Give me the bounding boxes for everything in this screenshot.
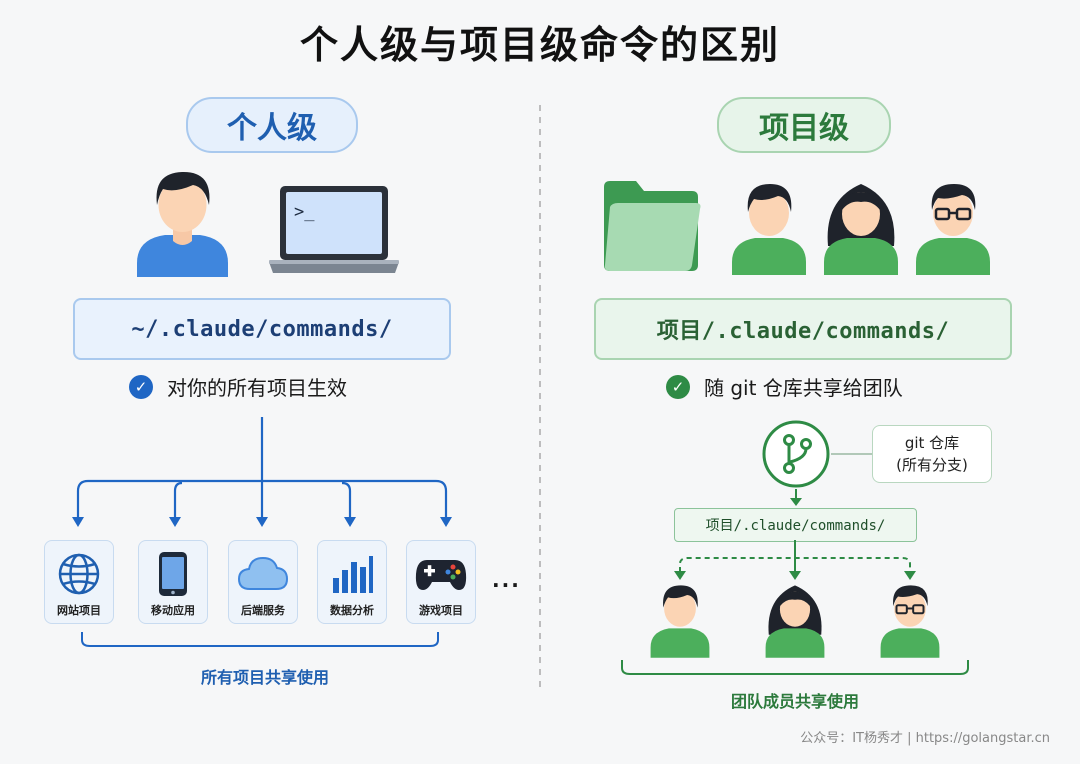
project-label: 移动应用 — [151, 604, 195, 617]
check-icon: ✓ — [666, 374, 690, 399]
more-ellipsis: ... — [492, 568, 521, 592]
project-label: 后端服务 — [241, 604, 285, 617]
git-branch-icon — [762, 420, 830, 488]
project-label: 数据分析 — [330, 604, 374, 617]
personal-benefit: ✓ 对你的所有项目生效 — [129, 372, 347, 401]
project-card-website: 网站项目 — [44, 540, 114, 624]
folder-icon — [604, 181, 701, 271]
bar-chart-icon — [333, 556, 373, 593]
center-divider — [539, 105, 541, 690]
terminal-prompt: >_ — [294, 202, 315, 222]
arrow-down-icon — [790, 489, 802, 506]
project-benefit-text: 随 git 仓库共享给团队 — [704, 376, 903, 400]
git-branches-label: (所有分支) — [896, 456, 968, 474]
team-member-icon — [916, 184, 990, 275]
project-level-badge: 项目级 — [717, 97, 891, 153]
personal-branch-arrows — [72, 417, 452, 527]
team-member-icon — [765, 585, 825, 658]
project-path-small: 项目/.claude/commands/ — [674, 508, 917, 542]
project-card-mobile: 移动应用 — [138, 540, 208, 624]
project-path-box: 项目/.claude/commands/ — [594, 298, 1012, 360]
glasses-icon — [895, 604, 925, 615]
project-card-game: 游戏项目 — [406, 540, 476, 624]
project-card-backend: 后端服务 — [228, 540, 298, 624]
git-repo-box: git 仓库 (所有分支) — [872, 425, 992, 483]
project-bottom-brace — [621, 660, 969, 675]
cloud-icon — [237, 556, 289, 590]
personal-benefit-text: 对你的所有项目生效 — [167, 376, 347, 400]
gamepad-icon — [415, 560, 467, 590]
git-repo-label: git 仓库 — [904, 434, 960, 452]
personal-path-box: ~/.claude/commands/ — [73, 298, 451, 360]
page-title: 个人级与项目级命令的区别 — [299, 23, 780, 67]
team-member-icon — [732, 184, 806, 275]
project-label: 游戏项目 — [419, 604, 463, 617]
project-card-data: 数据分析 — [317, 540, 387, 624]
footer-watermark: 公众号：IT杨秀才 | https://golangstar.cn — [800, 731, 1050, 746]
personal-bottom-brace — [81, 632, 439, 647]
git-connector-line — [831, 453, 873, 455]
personal-level-badge: 个人级 — [186, 97, 358, 153]
team-member-icon — [650, 585, 710, 658]
glasses-icon — [934, 207, 972, 221]
project-label: 网站项目 — [57, 604, 101, 617]
smartphone-icon — [159, 552, 187, 596]
project-caption: 团队成员共享使用 — [730, 692, 859, 711]
team-member-icon — [824, 184, 898, 275]
check-icon: ✓ — [129, 374, 153, 399]
globe-icon — [58, 553, 100, 595]
person-icon — [137, 171, 228, 277]
team-distribution-arrows — [674, 540, 916, 580]
laptop-icon: >_ — [269, 186, 399, 273]
project-benefit: ✓ 随 git 仓库共享给团队 — [666, 372, 903, 401]
personal-caption: 所有项目共享使用 — [200, 668, 329, 687]
team-member-icon — [880, 585, 940, 658]
